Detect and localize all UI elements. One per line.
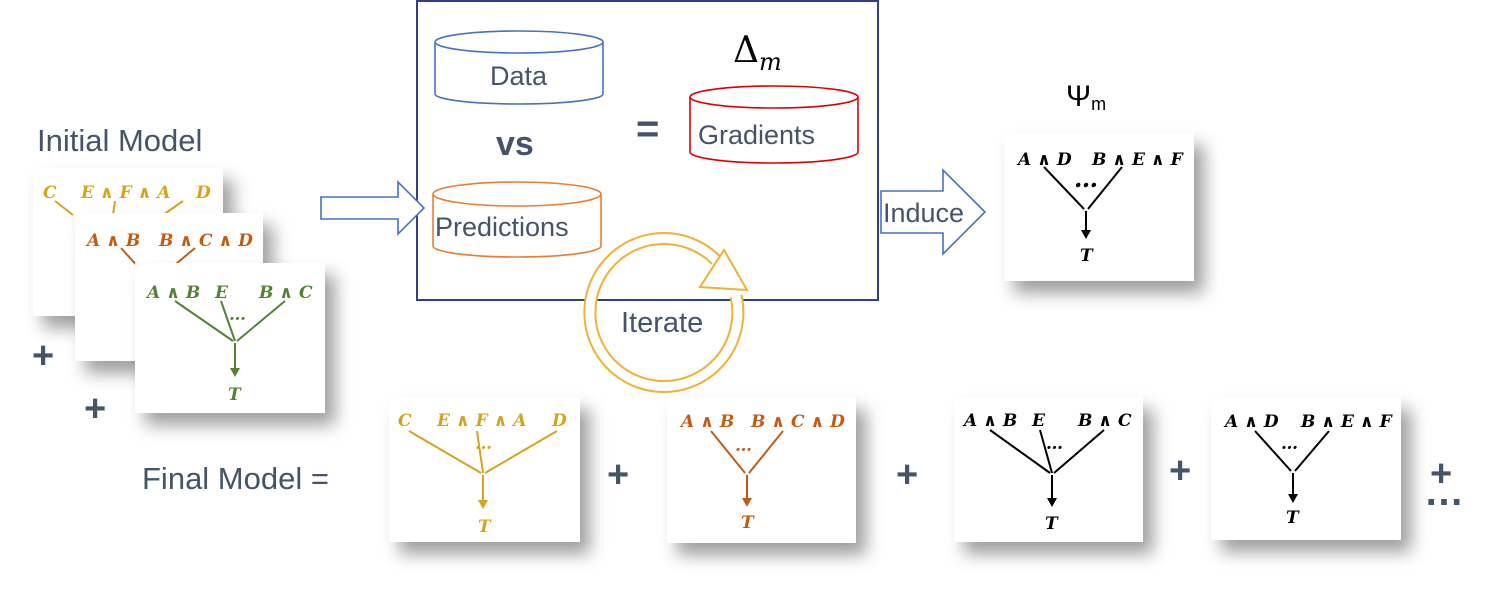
data-label: Data (490, 61, 548, 91)
final-tree-card-3: A ∧ B E B ∧ C … T (954, 397, 1143, 542)
final1-dots: … (475, 434, 492, 454)
final3-right-label: B ∧ C (1077, 411, 1132, 431)
iterate-label: Iterate (621, 307, 704, 339)
input-arrow (320, 180, 426, 236)
gradient-step-box (416, 0, 879, 301)
tree3-right-label: B ∧ C (258, 283, 313, 303)
final-tree-card-4: A ∧ D B ∧ E ∧ F … T (1211, 397, 1401, 540)
final-model-label: Final Model = (142, 461, 329, 496)
final4-left-label: A ∧ D (1223, 412, 1279, 432)
final1-root: T (478, 517, 492, 537)
final-tree-graphic-4: A ∧ D B ∧ E ∧ F … T (1223, 412, 1394, 528)
tree3-left-label: A ∧ B (145, 283, 200, 303)
delta-m-symbol: Δm (733, 30, 782, 76)
delta-subscript: m (759, 48, 782, 76)
induced-dots: … (1074, 164, 1098, 193)
induce-label: Induce (883, 198, 965, 228)
final1-left-label: C (398, 411, 412, 431)
tree-graphic-1: C E ∧ F ∧ A D (43, 183, 211, 216)
final-tree-card-2: A ∧ B B ∧ C ∧ D … T (667, 397, 856, 543)
final-tree-graphic-3: A ∧ B E B ∧ C … T (962, 411, 1132, 534)
final3-root: T (1045, 514, 1059, 534)
tree2-mid-label: B ∧ C ∧ D (158, 231, 253, 251)
delta-symbol: Δ (733, 30, 759, 71)
tree-graphic-3: A ∧ B E B ∧ C … T (145, 283, 313, 405)
final-plus-4: + (1430, 453, 1453, 495)
final-tree-graphic-2: A ∧ B B ∧ C ∧ D … T (679, 412, 845, 533)
final4-root: T (1286, 508, 1300, 528)
psi-subscript: m (1091, 94, 1107, 114)
iterate-arrow (583, 232, 749, 394)
tree1-right-label: D (195, 183, 211, 203)
tree3-root: T (228, 385, 242, 405)
final3-dots: … (1046, 434, 1063, 454)
psi-symbol: Ψ (1066, 80, 1092, 113)
final-tree-graphic-1: C E ∧ F ∧ A D … T (398, 411, 567, 537)
predictions-cylinder (432, 181, 602, 258)
initial-model-label: Initial Model (37, 123, 203, 158)
induced-tree-graphic: A ∧ D B ∧ E ∧ F … T (1016, 150, 1185, 266)
tree3-dots: … (229, 305, 246, 325)
final-tree-card-1: C E ∧ F ∧ A D … T (389, 397, 580, 542)
induce-arrow (880, 168, 987, 256)
tree-graphic-2: A ∧ B B ∧ C ∧ D … (85, 231, 253, 272)
final3-left-label: A ∧ B (962, 411, 1017, 431)
tree2-left-label: A ∧ B (85, 231, 140, 251)
final2-root: T (741, 513, 755, 533)
predictions-label: Predictions (435, 212, 569, 242)
final2-dots: … (735, 436, 752, 456)
psi-m-symbol: Ψm (1066, 80, 1106, 115)
vs-label: vs (496, 125, 534, 163)
final3-mid-label: E (1031, 411, 1046, 431)
induced-root: T (1080, 246, 1094, 266)
tree1-left-label: C (43, 183, 57, 203)
final-plus-2: + (896, 454, 919, 496)
final2-mid-label: B ∧ C ∧ D (750, 412, 845, 432)
final1-mid-label: E ∧ F ∧ A (436, 411, 527, 431)
data-cylinder (434, 30, 604, 105)
gradients-cylinder (689, 85, 859, 164)
final2-left-label: A ∧ B (679, 412, 734, 432)
initial-tree-card-3: A ∧ B E B ∧ C … T (135, 263, 325, 413)
initial-plus-2: + (84, 388, 107, 430)
final1-right-label: D (551, 411, 567, 431)
final4-dots: … (1281, 434, 1298, 454)
final-plus-3: + (1169, 450, 1192, 492)
final-ellipsis: … (1424, 470, 1464, 514)
final4-mid-label: B ∧ E ∧ F (1300, 412, 1394, 432)
equals-sign: = (636, 107, 660, 151)
final-plus-1: + (607, 454, 630, 496)
tree1-mid-label: E ∧ F ∧ A (80, 183, 171, 203)
tree3-mid-label: E (214, 283, 229, 303)
induced-mid-label: B ∧ E ∧ F (1091, 150, 1185, 170)
initial-plus-1: + (32, 335, 55, 377)
induced-tree-card: A ∧ D B ∧ E ∧ F … T (1004, 133, 1194, 281)
gradients-label: Gradients (698, 120, 816, 150)
induced-left-label: A ∧ D (1016, 150, 1072, 170)
